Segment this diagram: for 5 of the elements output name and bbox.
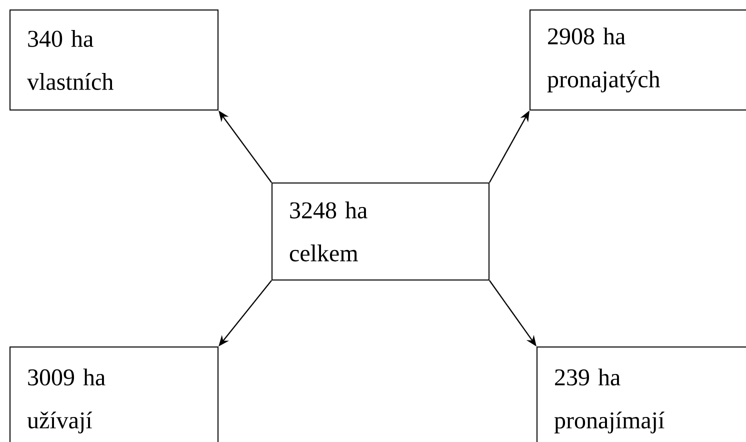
text-box: 3009 ha užívají xyxy=(10,346,218,442)
text-box: 340 ha vlastních xyxy=(10,10,218,110)
text-box: 2908 ha pronajatých xyxy=(530,10,746,110)
text-box: 3248 ha celkem xyxy=(272,182,490,280)
text-box: 239 ha pronajímají xyxy=(536,346,746,442)
